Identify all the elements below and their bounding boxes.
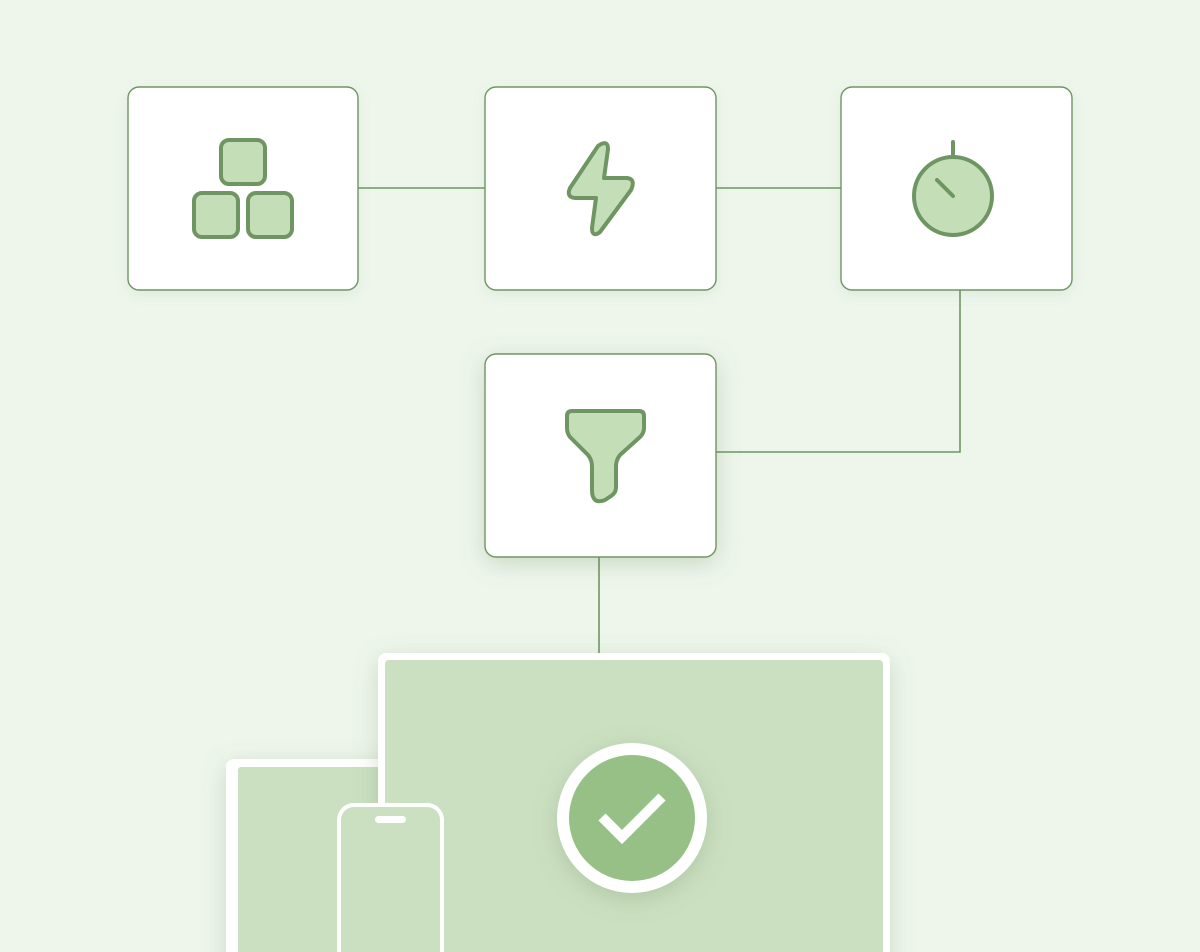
phone-speaker <box>375 816 406 823</box>
connector-stopwatch-funnel <box>716 290 961 453</box>
phone-device <box>337 803 444 952</box>
checkmark-circle-icon <box>557 743 707 893</box>
node-blocks[interactable] <box>127 86 359 291</box>
output-devices <box>226 653 890 952</box>
connectors <box>358 187 961 655</box>
lightning-bolt-icon <box>566 141 635 237</box>
funnel-filter-icon <box>565 409 646 504</box>
node-timer[interactable] <box>840 86 1073 291</box>
stopwatch-icon <box>912 140 994 237</box>
blocks-icon <box>192 138 294 239</box>
node-trigger[interactable] <box>484 86 717 291</box>
node-filter[interactable] <box>484 353 717 558</box>
